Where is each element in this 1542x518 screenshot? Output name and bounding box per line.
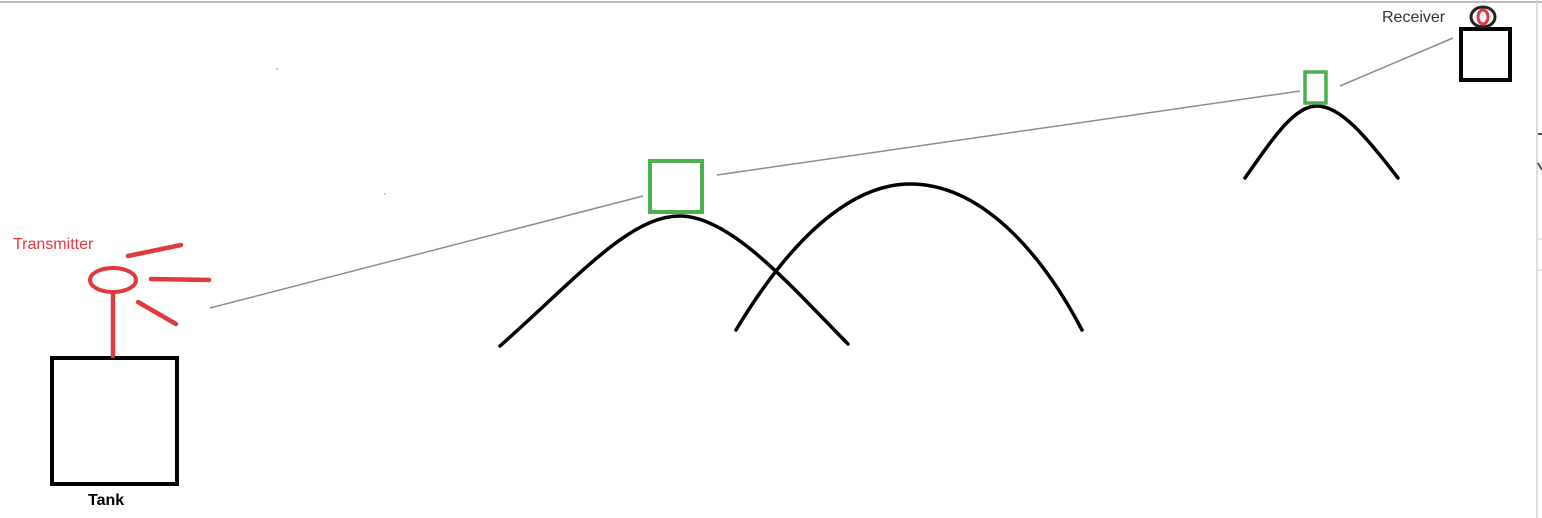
hill-right bbox=[1243, 104, 1400, 180]
edge-mark bbox=[1537, 162, 1542, 171]
tank-label: Tank bbox=[88, 492, 125, 509]
hill-middle bbox=[734, 182, 1084, 332]
receiver-square bbox=[1459, 27, 1512, 82]
signal-path-tx-to-relay-1 bbox=[209, 195, 644, 309]
transmitter-wave-middle bbox=[148, 276, 212, 283]
relay-2-square bbox=[1303, 70, 1328, 105]
hill-left bbox=[498, 214, 850, 348]
receiver-ring-inner-icon bbox=[1476, 8, 1490, 26]
tank-square bbox=[50, 356, 179, 486]
transmitter-head-icon bbox=[88, 266, 138, 294]
transmitter-label: Transmitter bbox=[13, 236, 94, 253]
signal-path-relay-1-to-relay-2 bbox=[716, 90, 1301, 176]
stray-speck bbox=[276, 68, 278, 70]
transmitter-wave-lower bbox=[135, 299, 179, 327]
receiver-label: Receiver bbox=[1382, 9, 1446, 26]
relay-1-square bbox=[648, 159, 704, 214]
stray-speck bbox=[384, 193, 386, 195]
signal-path-relay-2-to-receiver bbox=[1339, 37, 1454, 87]
transmitter-wave-upper bbox=[125, 242, 184, 259]
